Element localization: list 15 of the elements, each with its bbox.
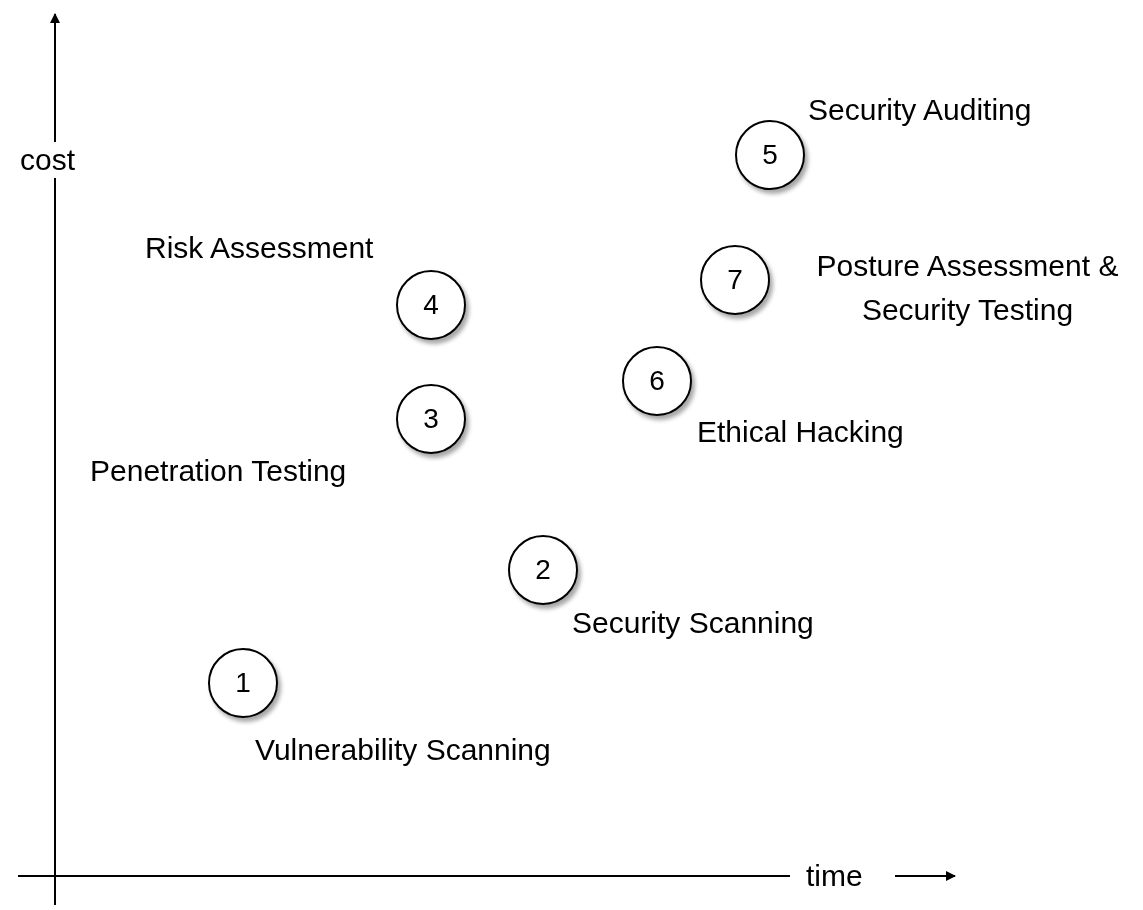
caption-text: Posture Assessment & Security Testing <box>815 248 1120 328</box>
numbered-circle: 6 <box>622 346 692 416</box>
numbered-circle: 4 <box>396 270 466 340</box>
numbered-circle: 7 <box>700 245 770 315</box>
caption-text: Security Scanning <box>572 605 815 641</box>
caption-text: Security Auditing <box>808 92 1033 128</box>
caption-text: Ethical Hacking <box>697 414 905 450</box>
caption-text: Risk Assessment <box>145 230 375 266</box>
caption-text: Penetration Testing <box>90 453 348 489</box>
axis-label: cost <box>20 142 76 178</box>
numbered-circle: 2 <box>508 535 578 605</box>
numbered-circle: 3 <box>396 384 466 454</box>
numbered-circle: 5 <box>735 120 805 190</box>
numbered-circle: 1 <box>208 648 278 718</box>
caption-text: Vulnerability Scanning <box>255 732 552 768</box>
